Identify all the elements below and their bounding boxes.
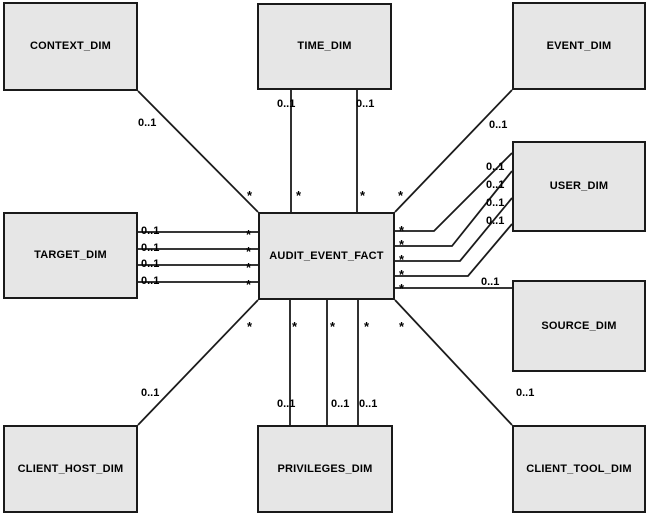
multiplicity-m-user1-far: *	[399, 223, 405, 238]
entity-client-host-dim[interactable]: CLIENT_HOST_DIM	[3, 425, 138, 513]
multiplicity-m-user3-far: *	[399, 252, 405, 267]
edge-client-host-dim	[137, 299, 259, 426]
multiplicity-m-time1-far: *	[296, 188, 302, 203]
multiplicity-m-priv2-near: 0..1	[331, 398, 350, 410]
multiplicity-m-priv1-near: 0..1	[277, 398, 296, 410]
entity-audit-event-fact[interactable]: AUDIT_EVENT_FACT	[258, 212, 395, 300]
multiplicity-m-priv1-far: *	[292, 319, 298, 334]
multiplicity-m-user4-near: 0..1	[486, 215, 505, 227]
edge-client-tool-dim	[394, 299, 513, 426]
entity-label: PRIVILEGES_DIM	[277, 462, 373, 475]
entity-user-dim[interactable]: USER_DIM	[512, 141, 646, 232]
multiplicity-m-target1-far: *	[246, 227, 252, 242]
multiplicity-m-target4-far: *	[246, 277, 252, 292]
edge-user-dim-1	[395, 152, 513, 232]
multiplicity-m-user1-near: 0..1	[486, 161, 505, 173]
edge-event-dim	[394, 89, 513, 213]
multiplicity-m-chost-near: 0..1	[141, 387, 160, 399]
multiplicity-m-time2-far: *	[360, 188, 366, 203]
multiplicity-m-event-near: 0..1	[489, 119, 508, 131]
multiplicity-m-source-near: 0..1	[481, 276, 500, 288]
multiplicity-m-priv2-far: *	[330, 319, 336, 334]
multiplicity-m-priv3-near: 0..1	[359, 398, 378, 410]
multiplicity-m-source-far: *	[399, 281, 405, 296]
entity-context-dim[interactable]: CONTEXT_DIM	[3, 2, 138, 91]
multiplicity-m-target4-near: 0..1	[141, 275, 160, 287]
edge-user-dim-2	[395, 170, 513, 247]
entity-privileges-dim[interactable]: PRIVILEGES_DIM	[257, 425, 393, 513]
multiplicity-m-target3-near: 0..1	[141, 258, 160, 270]
edge-user-dim-3	[395, 197, 513, 262]
multiplicity-m-target1-near: 0..1	[141, 225, 160, 237]
entity-label: CONTEXT_DIM	[29, 40, 112, 53]
multiplicity-m-user4-far: *	[399, 267, 405, 282]
multiplicity-m-context-far: *	[247, 188, 253, 203]
edge-context-dim	[137, 90, 259, 213]
multiplicity-m-target3-far: *	[246, 260, 252, 275]
multiplicity-m-user3-near: 0..1	[486, 197, 505, 209]
entity-label: TIME_DIM	[297, 40, 352, 53]
multiplicity-m-user2-far: *	[399, 237, 405, 252]
multiplicity-m-chost-far: *	[247, 319, 253, 334]
multiplicity-m-user2-near: 0..1	[486, 179, 505, 191]
entity-client-tool-dim[interactable]: CLIENT_TOOL_DIM	[512, 425, 646, 513]
entity-label: EVENT_DIM	[546, 39, 612, 52]
entity-target-dim[interactable]: TARGET_DIM	[3, 212, 138, 299]
multiplicity-m-target2-far: *	[246, 244, 252, 259]
multiplicity-m-priv3-far: *	[364, 319, 370, 334]
multiplicity-m-context-near: 0..1	[138, 117, 157, 129]
multiplicity-m-time1-near: 0..1	[277, 98, 296, 110]
entity-label: USER_DIM	[549, 180, 609, 193]
multiplicity-m-event-far: *	[398, 188, 404, 203]
entity-label: TARGET_DIM	[34, 249, 107, 262]
multiplicity-m-time2-near: 0..1	[356, 98, 375, 110]
entity-time-dim[interactable]: TIME_DIM	[257, 3, 392, 90]
entity-event-dim[interactable]: EVENT_DIM	[512, 2, 646, 90]
entity-label: CLIENT_HOST_DIM	[17, 462, 124, 475]
multiplicity-m-ctool-far: *	[399, 319, 405, 334]
entity-label: AUDIT_EVENT_FACT	[269, 249, 384, 262]
entity-label: SOURCE_DIM	[541, 319, 617, 332]
multiplicity-m-target2-near: 0..1	[141, 242, 160, 254]
entity-source-dim[interactable]: SOURCE_DIM	[512, 280, 646, 372]
multiplicity-m-ctool-near: 0..1	[516, 387, 535, 399]
entity-label: CLIENT_TOOL_DIM	[526, 462, 632, 475]
edge-user-dim-4	[395, 223, 513, 277]
